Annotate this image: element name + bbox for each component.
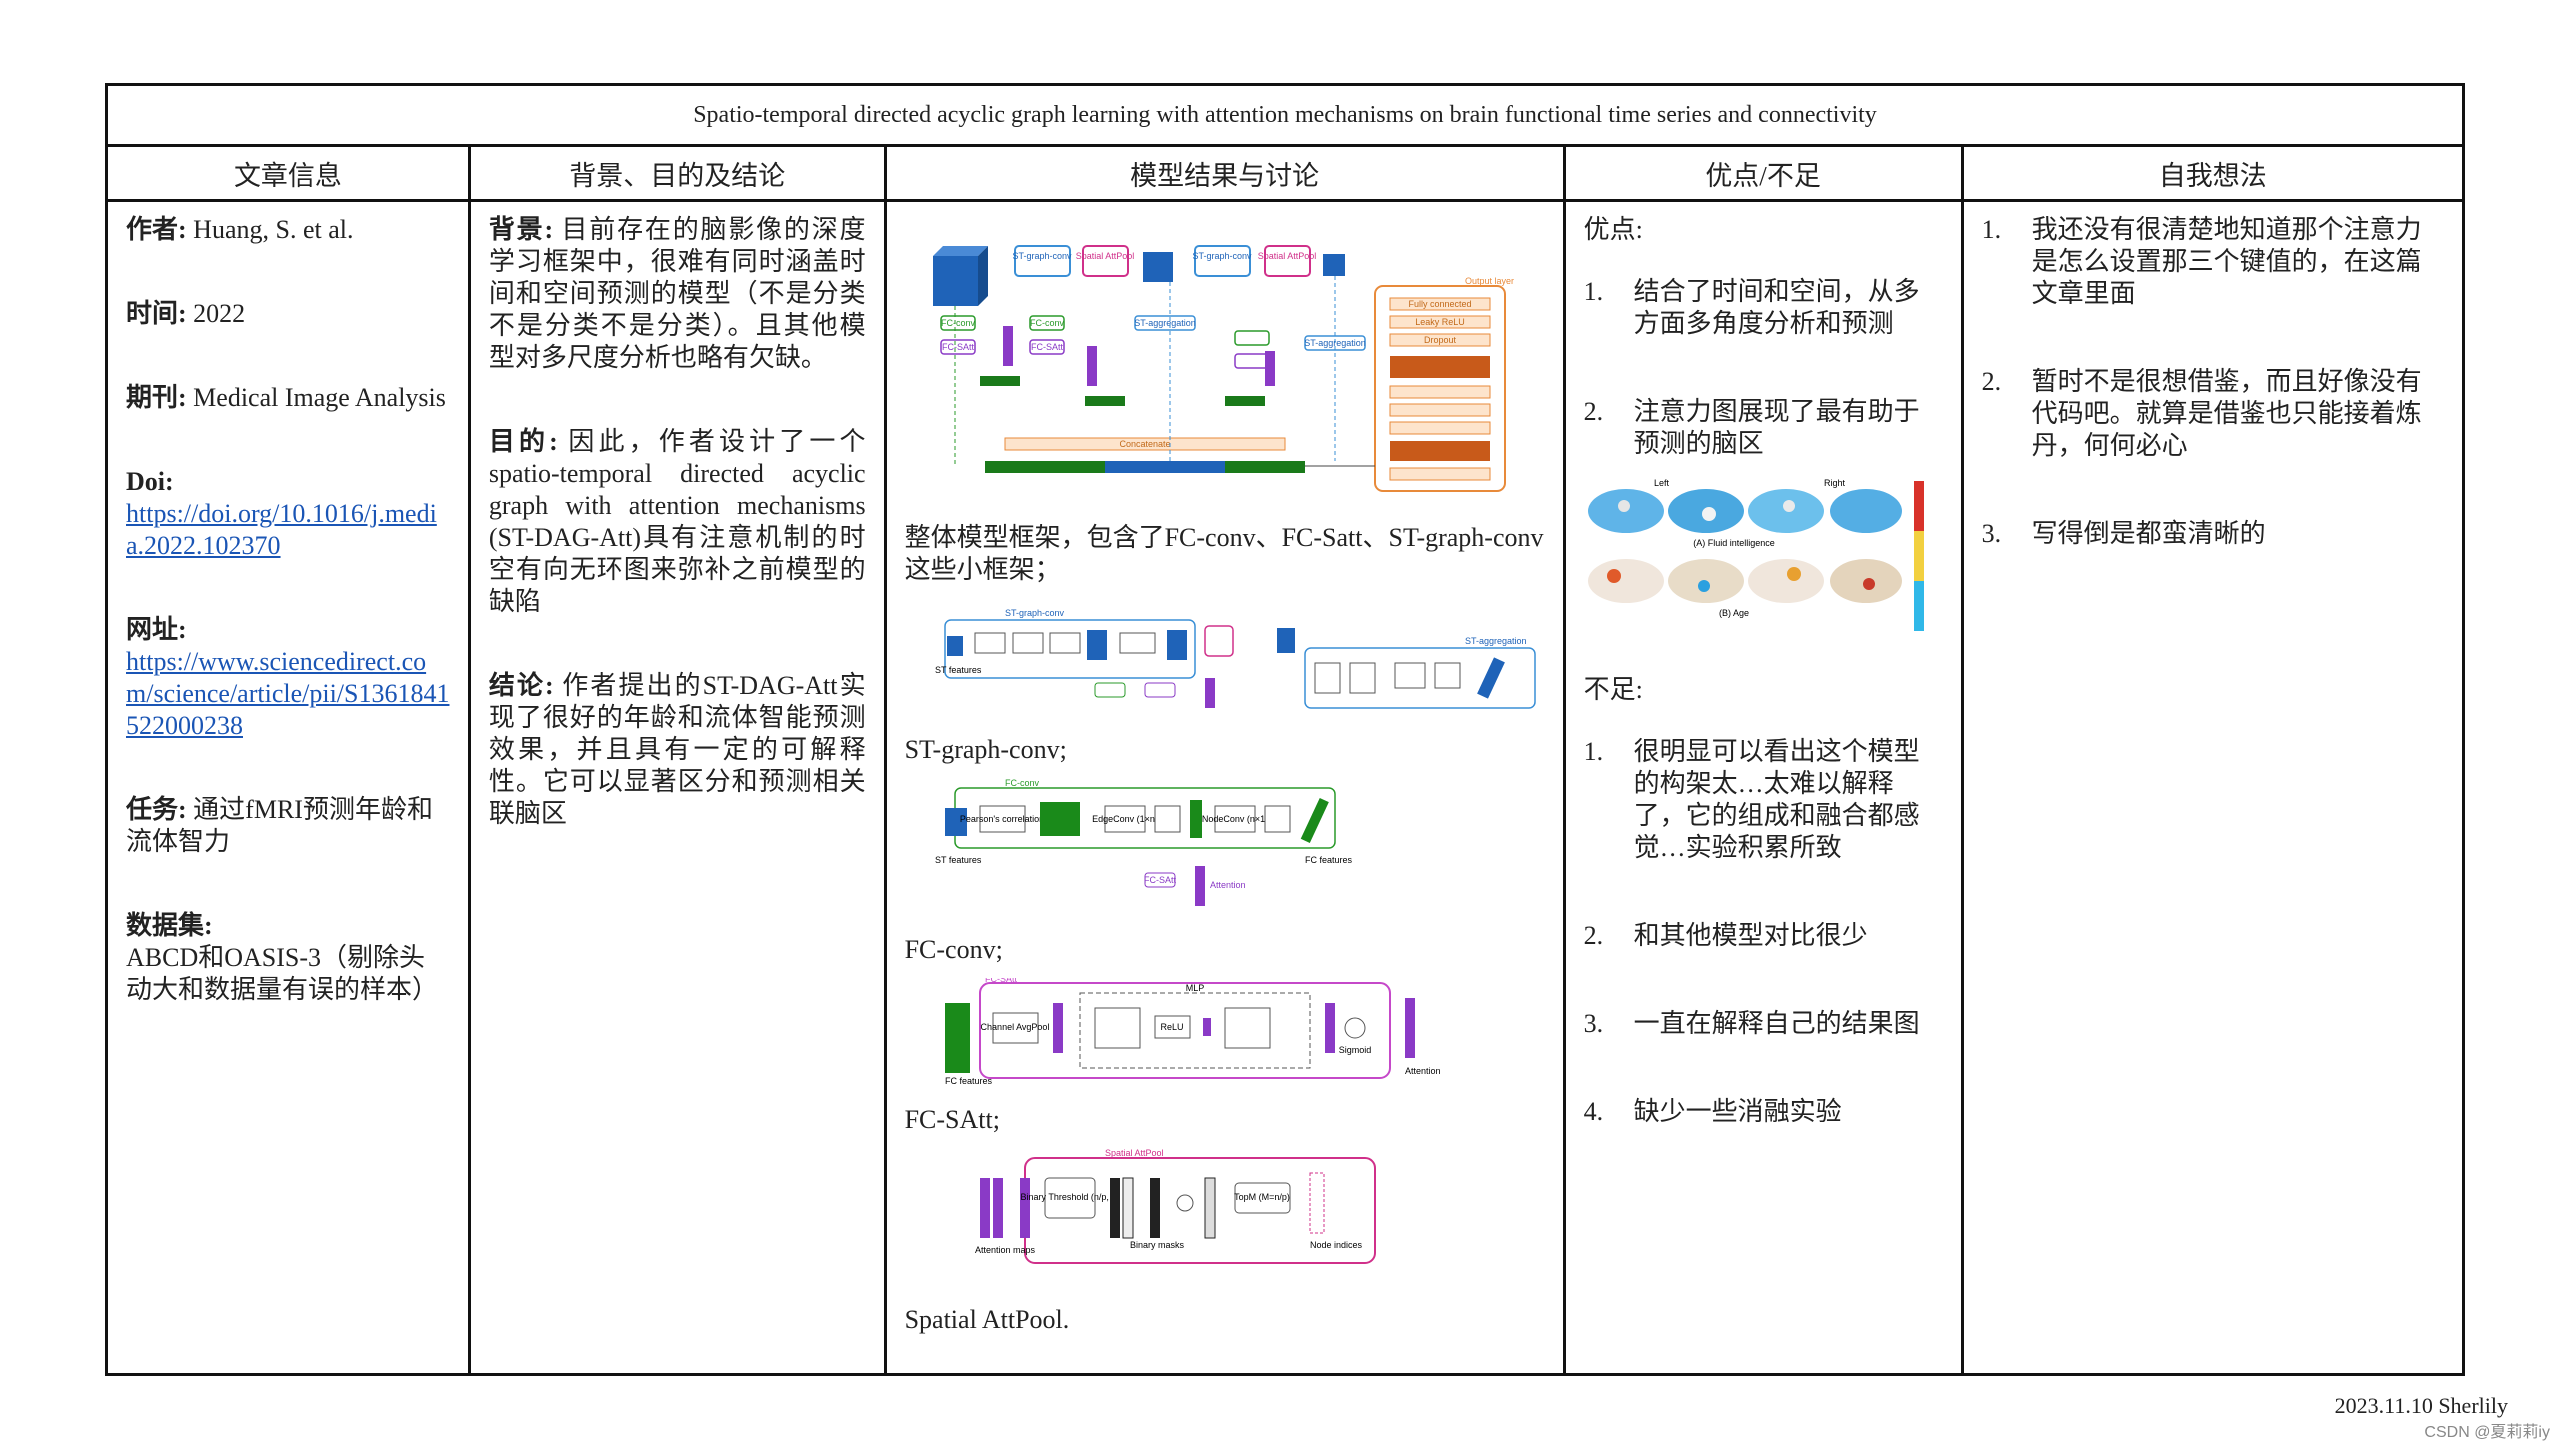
svg-text:FC-conv: FC-conv — [1030, 318, 1065, 328]
svg-text:ST features: ST features — [935, 665, 982, 675]
caption-spatial-attpool: Spatial AttPool. — [904, 1305, 1070, 1334]
caption-overall: 整体模型框架，包含了FC-conv、FC-Satt、ST-graph-conv这… — [904, 523, 1544, 584]
svg-text:Attention: Attention — [1210, 880, 1246, 890]
doi-info: Doi:https://doi.org/10.1016/j.media.2022… — [126, 467, 437, 560]
svg-text:FC features: FC features — [1305, 855, 1353, 865]
svg-text:NodeConv (n×1): NodeConv (n×1) — [1201, 814, 1267, 824]
svg-text:ST-graph-conv: ST-graph-conv — [1005, 608, 1065, 618]
thought-item: 1.我还没有很清楚地知道那个注意力是怎么设置那三个键值的，在这篇文章里面 — [1981, 215, 2422, 308]
svg-text:Binary Threshold (n/p, 1): Binary Threshold (n/p, 1) — [1020, 1192, 1119, 1202]
svg-text:Spatial AttPool: Spatial AttPool — [1075, 251, 1134, 261]
svg-text:FC-SAtt: FC-SAtt — [942, 342, 975, 352]
svg-text:MLP: MLP — [1185, 983, 1204, 993]
fc-conv-figure: FC-conv ST features Pearson's correlatio… — [935, 778, 1353, 906]
pro-item: 1.结合了时间和空间，从多方面多角度分析和预测 — [1583, 277, 1920, 338]
background-column: 背景、目的及结论 背景: 目前存在的脑影像的深度学习框架中，很难有同时涵盖时间和… — [470, 147, 887, 1376]
thought-item: 3.写得倒是都蛮清晰的 — [1981, 519, 2266, 548]
watermark: CSDN @夏莉莉iy — [2424, 1424, 2550, 1441]
background-text: 背景: 目前存在的脑影像的深度学习框架中，很难有同时涵盖时间和空间预测的模型（不… — [488, 215, 866, 372]
svg-text:Leaky ReLU: Leaky ReLU — [1415, 317, 1465, 327]
svg-text:FC-conv: FC-conv — [1005, 778, 1040, 788]
svg-text:Binary masks: Binary masks — [1130, 1240, 1185, 1250]
svg-text:Right: Right — [1824, 478, 1846, 488]
url-info: 网址:https://www.sciencedirect.com/science… — [126, 615, 450, 740]
url-link[interactable]: https://www.sciencedirect.com/science/ar… — [126, 647, 450, 740]
svg-text:FC features: FC features — [945, 1076, 993, 1086]
svg-text:EdgeConv (1×n): EdgeConv (1×n) — [1092, 814, 1158, 824]
svg-text:Spatial AttPool: Spatial AttPool — [1105, 1148, 1164, 1158]
table-title: Spatio-temporal directed acyclic graph l… — [108, 86, 2462, 147]
goal-text: 目的: 因此，作者设计了一个spatio-temporal directed a… — [488, 427, 866, 616]
svg-text:FC-SAtt: FC-SAtt — [1031, 342, 1064, 352]
svg-text:ST features: ST features — [935, 855, 982, 865]
svg-text:Node indices: Node indices — [1310, 1240, 1363, 1250]
brain-attention-figure: Left Right (A) Fluid intelligence — [1587, 478, 1924, 631]
conclusion-text: 结论: 作者提出的ST-DAG-Att实现了很好的年龄和流体智能预测效果，并且具… — [488, 671, 866, 828]
overall-framework-figure: ST-graph-conv Spatial AttPool ST-graph-c… — [932, 245, 1514, 492]
article-info-column: 文章信息 作者: Huang, S. et al. 时间: 2022 期刊: M… — [108, 147, 471, 1376]
svg-text:Output layer: Output layer — [1465, 276, 1514, 286]
header-model: 模型结果与讨论 — [886, 147, 1563, 202]
header-thoughts: 自我想法 — [1963, 147, 2463, 202]
svg-text:ST-aggregation: ST-aggregation — [1465, 636, 1527, 646]
thoughts-column: 自我想法 1.我还没有很清楚地知道那个注意力是怎么设置那三个键值的，在这篇文章里… — [1963, 147, 2463, 1376]
svg-text:Attention maps: Attention maps — [975, 1245, 1036, 1255]
time-info: 时间: 2022 — [126, 299, 246, 328]
pros-label: 优点: — [1583, 215, 1643, 244]
cons-label: 不足: — [1583, 675, 1643, 704]
svg-text:Pearson's correlation: Pearson's correlation — [959, 814, 1043, 824]
st-graph-conv-figure: ST-graph-conv ST features ST-aggregation — [935, 608, 1536, 709]
svg-text:FC-conv: FC-conv — [941, 318, 976, 328]
svg-text:(B) Age: (B) Age — [1719, 608, 1749, 618]
footer-date-author: 2023.11.10 Sherlily — [2334, 1393, 2508, 1418]
dataset-info: 数据集:ABCD和OASIS-3（剔除头动大和数据量有误的样本） — [126, 911, 439, 1004]
spatial-attpool-figure: Spatial AttPool Attention maps Binary Th… — [975, 1148, 1376, 1264]
header-pros-cons: 优点/不足 — [1565, 147, 1961, 202]
header-article-info: 文章信息 — [108, 147, 468, 202]
journal-info: 期刊: Medical Image Analysis — [126, 383, 446, 412]
svg-text:(A) Fluid intelligence: (A) Fluid intelligence — [1693, 538, 1775, 548]
svg-text:Concatenate: Concatenate — [1119, 439, 1170, 449]
caption-st-graph-conv: ST-graph-conv; — [904, 735, 1067, 764]
con-item: 3.一直在解释自己的结果图 — [1583, 1009, 1920, 1038]
svg-text:FC-SAtt: FC-SAtt — [985, 978, 1018, 984]
summary-table: Spatio-temporal directed acyclic graph l… — [105, 83, 2465, 1376]
con-item: 4.缺少一些消融实验 — [1583, 1097, 1842, 1126]
svg-text:ReLU: ReLU — [1160, 1022, 1183, 1032]
svg-text:Left: Left — [1654, 478, 1670, 488]
svg-text:ST-graph-conv: ST-graph-conv — [1192, 251, 1252, 261]
pro-item: 2.注意力图展现了最有助于预测的脑区 — [1583, 397, 1920, 458]
svg-text:TopM (M=n/p): TopM (M=n/p) — [1234, 1192, 1290, 1202]
svg-text:Fully connected: Fully connected — [1408, 299, 1471, 309]
svg-text:Dropout: Dropout — [1424, 335, 1457, 345]
svg-text:Attention: Attention — [1405, 1066, 1441, 1076]
author-info: 作者: Huang, S. et al. — [126, 215, 354, 244]
caption-fc-satt: FC-SAtt; — [904, 1105, 1000, 1134]
svg-text:ST-graph-conv: ST-graph-conv — [1012, 251, 1072, 261]
header-background: 背景、目的及结论 — [470, 147, 884, 202]
svg-text:Spatial AttPool: Spatial AttPool — [1257, 251, 1316, 261]
svg-text:Channel AvgPool: Channel AvgPool — [980, 1022, 1049, 1032]
svg-text:ST-aggregation: ST-aggregation — [1134, 318, 1196, 328]
caption-fc-conv: FC-conv; — [904, 935, 1003, 964]
model-column: 模型结果与讨论 ST-graph-conv Spatial AttPool ST… — [886, 147, 1566, 1376]
pros-cons-column: 优点/不足 优点: 1.结合了时间和空间，从多方面多角度分析和预测 2.注意力图… — [1565, 147, 1964, 1376]
fc-satt-figure: FC-SAtt FC features Channel AvgPool MLP … — [944, 974, 1441, 1086]
svg-text:Sigmoid: Sigmoid — [1338, 1045, 1371, 1055]
doi-link[interactable]: https://doi.org/10.1016/j.media.2022.102… — [126, 499, 437, 560]
svg-text:FC-SAtt: FC-SAtt — [1144, 875, 1177, 885]
task-info: 任务: 通过fMRI预测年龄和流体智力 — [126, 795, 433, 856]
thought-item: 2.暂时不是很想借鉴，而且好像没有代码吧。就算是借鉴也只能接着炼丹，何何必心 — [1981, 367, 2422, 460]
con-item: 1.很明显可以看出这个模型的构架太…太难以解释了，它的组成和融合都感觉…实验积累… — [1583, 737, 1920, 862]
con-item: 2.和其他模型对比很少 — [1583, 921, 1868, 950]
